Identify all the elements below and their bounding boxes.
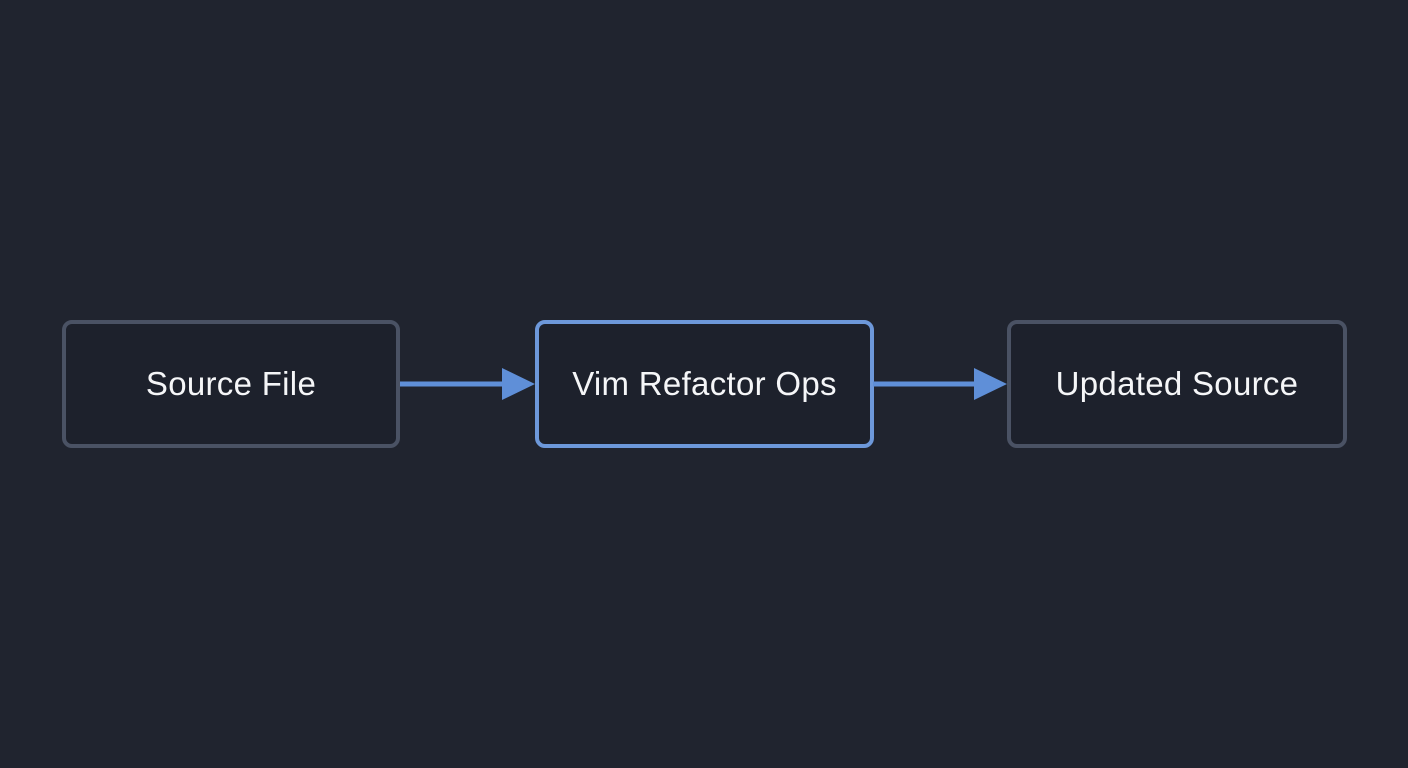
node-vim-refactor-ops-label: Vim Refactor Ops	[572, 365, 837, 402]
node-vim-refactor-ops: Vim Refactor Ops	[535, 320, 874, 448]
flow-arrow-icon	[400, 366, 535, 402]
node-source-file: Source File	[62, 320, 400, 448]
flow-arrow-icon	[873, 366, 1007, 402]
node-source-file-label: Source File	[145, 365, 317, 402]
node-updated-source: Updated Source	[1007, 320, 1347, 448]
node-updated-source-label: Updated Source	[1055, 365, 1299, 402]
